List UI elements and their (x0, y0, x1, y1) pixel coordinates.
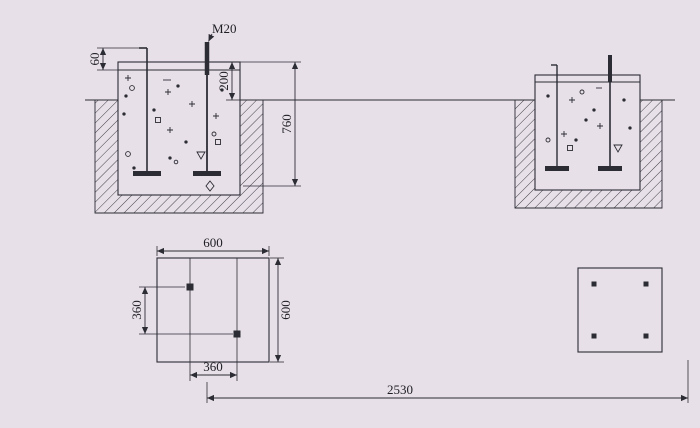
soil-boundary-left-section (94, 100, 264, 214)
dim-label-360-vertical: 360 (129, 300, 144, 320)
dim-label-60: 60 (87, 53, 102, 66)
plan-view-left: 600 600 360 360 (129, 235, 293, 381)
soil-hatch-left-section (95, 100, 263, 213)
dimension-600-width: 600 (156, 235, 270, 256)
anchor-bolt-m20-right-view (598, 55, 622, 171)
m20-callout: M20 (208, 21, 237, 42)
dimension-600-depth: 600 (270, 257, 293, 363)
anchor-bolt-plan-mark (591, 333, 597, 339)
anchor-plate (598, 166, 622, 171)
soil-hatch-right-section (515, 100, 662, 208)
plate-diamond-mark (205, 180, 215, 192)
section-view-left: M20 60 200 760 (87, 21, 301, 214)
dimension-760: 760 (240, 61, 301, 187)
dim-label-760: 760 (279, 114, 294, 134)
bolt-spec-label: M20 (212, 21, 237, 36)
dim-label-200: 200 (216, 71, 231, 91)
anchor-bolt-plan-mark (643, 281, 649, 287)
dimension-200: 200 (216, 62, 240, 101)
foundation-plan-outline-left (156, 257, 270, 363)
dimension-60: 60 (87, 47, 141, 71)
dimension-360-horizontal: 360 (189, 359, 238, 381)
anchor-plate (545, 166, 569, 171)
foundation-plan-outline-right (577, 267, 663, 353)
aggregate-texture-right (545, 87, 632, 153)
dim-label-360-horizontal: 360 (203, 359, 223, 374)
anchor-bolt-plan-mark (591, 281, 597, 287)
anchor-plate (193, 171, 221, 176)
dimension-360-vertical: 360 (129, 286, 233, 335)
anchor-plate (133, 171, 161, 176)
section-view-right (514, 55, 663, 209)
concrete-foundation-left (117, 61, 241, 196)
concrete-foundation-right (534, 74, 641, 191)
soil-boundary-right-section (514, 100, 663, 209)
anchor-bolt-plan-mark (643, 333, 649, 339)
dimension-2530: 2530 (206, 360, 689, 403)
dim-label-600-width: 600 (203, 235, 223, 250)
plan-view-right (577, 267, 663, 353)
dim-label-600-depth: 600 (278, 300, 293, 320)
anchor-bolt-plan-mark (186, 283, 194, 291)
aggregate-texture-left (122, 75, 224, 170)
dim-label-2530: 2530 (387, 382, 413, 397)
anchor-bolt-left-hooked-right-view (545, 64, 569, 171)
anchor-bolt-m20 (193, 42, 221, 192)
anchor-bolt-plan-mark (233, 330, 241, 338)
